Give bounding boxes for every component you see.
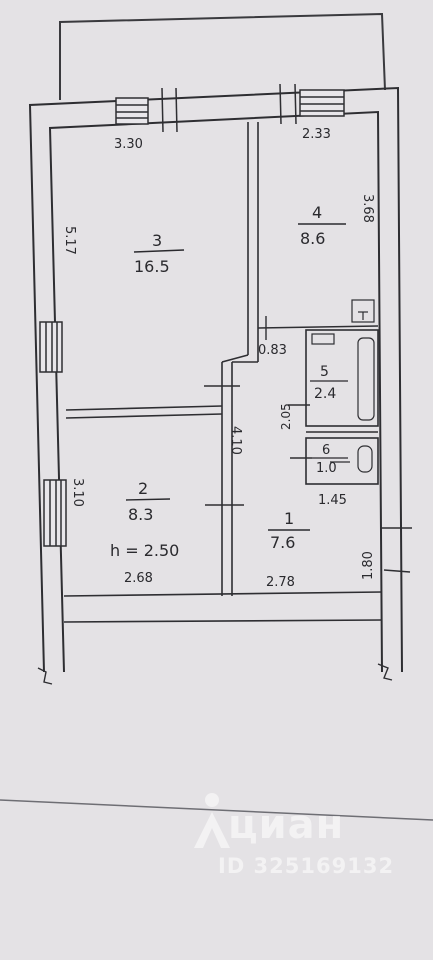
window-top-left bbox=[115, 87, 178, 133]
bathtub bbox=[311, 299, 375, 421]
room-4-number: 4 bbox=[312, 203, 322, 222]
dim-bath-width: 0.83 bbox=[258, 343, 287, 358]
room-2-label: 2 8.3 bbox=[125, 479, 171, 524]
ceiling-height-note: h = 2.50 bbox=[110, 541, 179, 560]
dimension-labels: 3.30 2.33 3.68 5.17 3.10 4.10 0.83 2.05 … bbox=[62, 127, 376, 590]
outer-wall-inner-line bbox=[48, 110, 383, 673]
dim-bath-side: 2.05 bbox=[279, 403, 293, 430]
room-3-number: 3 bbox=[152, 231, 162, 250]
outer-wall-outer-line bbox=[28, 86, 403, 673]
dim-bottom-right: 2.78 bbox=[266, 575, 295, 590]
room-5-number: 5 bbox=[320, 364, 329, 380]
room-6-area: 1.0 bbox=[316, 461, 337, 476]
dim-top-left: 3.30 bbox=[114, 137, 143, 152]
watermark-brand: циан bbox=[228, 802, 345, 848]
room-5-label: 5 2.4 bbox=[310, 364, 348, 402]
window-top-right bbox=[279, 83, 345, 125]
room-3-label: 3 16.5 bbox=[133, 231, 185, 276]
window-left-lower bbox=[43, 479, 67, 547]
dim-partition: 4.10 bbox=[228, 426, 243, 455]
interior-walls bbox=[63, 122, 383, 623]
dim-hall-side: 1.80 bbox=[361, 551, 376, 580]
room-1-number: 1 bbox=[284, 509, 294, 528]
dim-wc-width: 1.45 bbox=[318, 493, 347, 508]
room-1-label: 1 7.6 bbox=[268, 509, 310, 552]
dim-bottom-left: 2.68 bbox=[124, 571, 153, 586]
room-4-area: 8.6 bbox=[300, 229, 325, 248]
room-5-area: 2.4 bbox=[314, 386, 336, 402]
door-marks bbox=[204, 316, 412, 573]
watermark-id: ID 325169132 bbox=[218, 854, 395, 878]
dim-room3-side: 5.17 bbox=[62, 226, 77, 255]
room-3-area: 16.5 bbox=[134, 257, 170, 276]
room-6-number: 6 bbox=[322, 443, 330, 458]
cian-logo-icon bbox=[194, 793, 230, 848]
dim-room2-side: 3.10 bbox=[70, 478, 85, 507]
room-4-label: 4 8.6 bbox=[298, 203, 346, 248]
window-left-upper bbox=[39, 321, 63, 373]
room-6-label: 6 1.0 bbox=[312, 443, 348, 476]
room-1-area: 7.6 bbox=[270, 533, 295, 552]
dim-top-right: 2.33 bbox=[302, 127, 331, 142]
watermark: циан ID 325169132 bbox=[190, 784, 420, 894]
toilet bbox=[330, 445, 373, 473]
break-marks bbox=[37, 663, 393, 685]
balcony-outline bbox=[59, 12, 386, 100]
room-2-area: 8.3 bbox=[128, 505, 153, 524]
paper-edge-line bbox=[0, 799, 433, 821]
dim-room4-side: 3.68 bbox=[360, 194, 375, 223]
room-2-number: 2 bbox=[138, 479, 148, 498]
